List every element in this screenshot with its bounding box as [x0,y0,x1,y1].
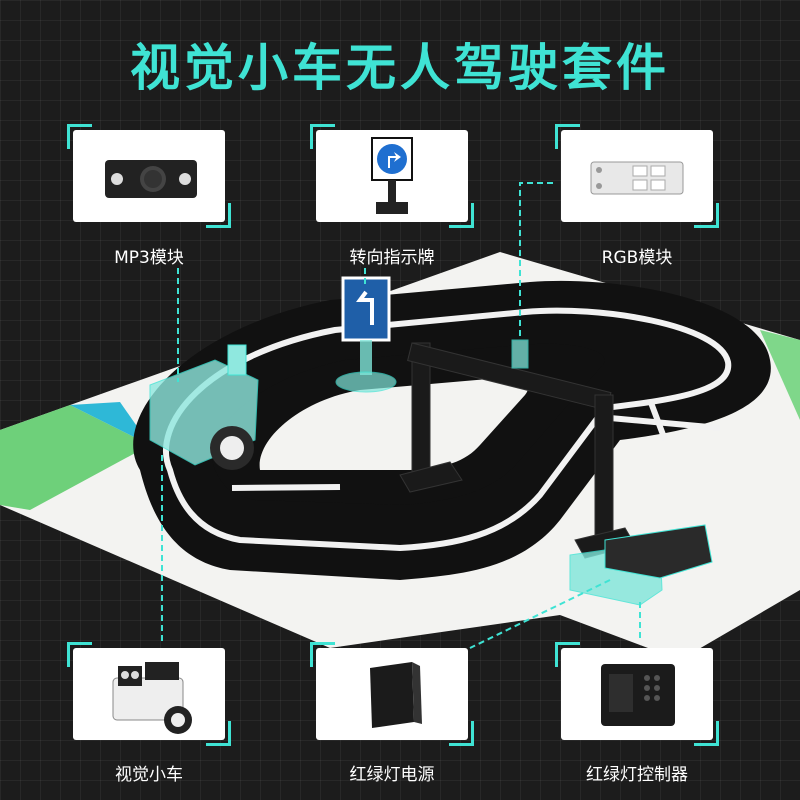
card-vision-car [67,642,231,746]
label-turn-sign: 转向指示牌 [349,248,435,268]
label-traffic-light-power: 红绿灯电源 [349,765,435,785]
turn-sign-image [371,137,413,214]
card-traffic-light-power [310,642,474,746]
gantry [399,342,636,559]
track-lane [163,307,732,552]
turn-sign-on-track [335,276,397,393]
controller-on-track [569,524,713,606]
mp3-module-image [105,160,197,198]
power-bank-image [370,662,422,728]
card-turn-sign [310,124,474,228]
map-mat-cyan [70,402,150,445]
page-title: 视觉小车无人驾驶套件 [130,39,670,97]
controller-image [601,664,675,726]
card-mp3-module [67,124,231,228]
rgb-module-mounted [511,339,529,369]
label-rgb-module: RGB模块 [601,248,673,268]
label-vision-car: 视觉小车 [115,765,183,785]
card-rgb-module [555,124,719,228]
rgb-module-image [590,161,684,195]
label-mp3-module: MP3模块 [114,248,184,268]
map-mat-green-2 [760,330,800,420]
robot-car-on-track [149,344,259,470]
track-island [259,377,529,470]
card-traffic-light-controller [555,642,719,746]
vision-car-image [112,662,192,734]
label-traffic-light-controller: 红绿灯控制器 [586,765,688,785]
map-mat-green [0,405,150,510]
